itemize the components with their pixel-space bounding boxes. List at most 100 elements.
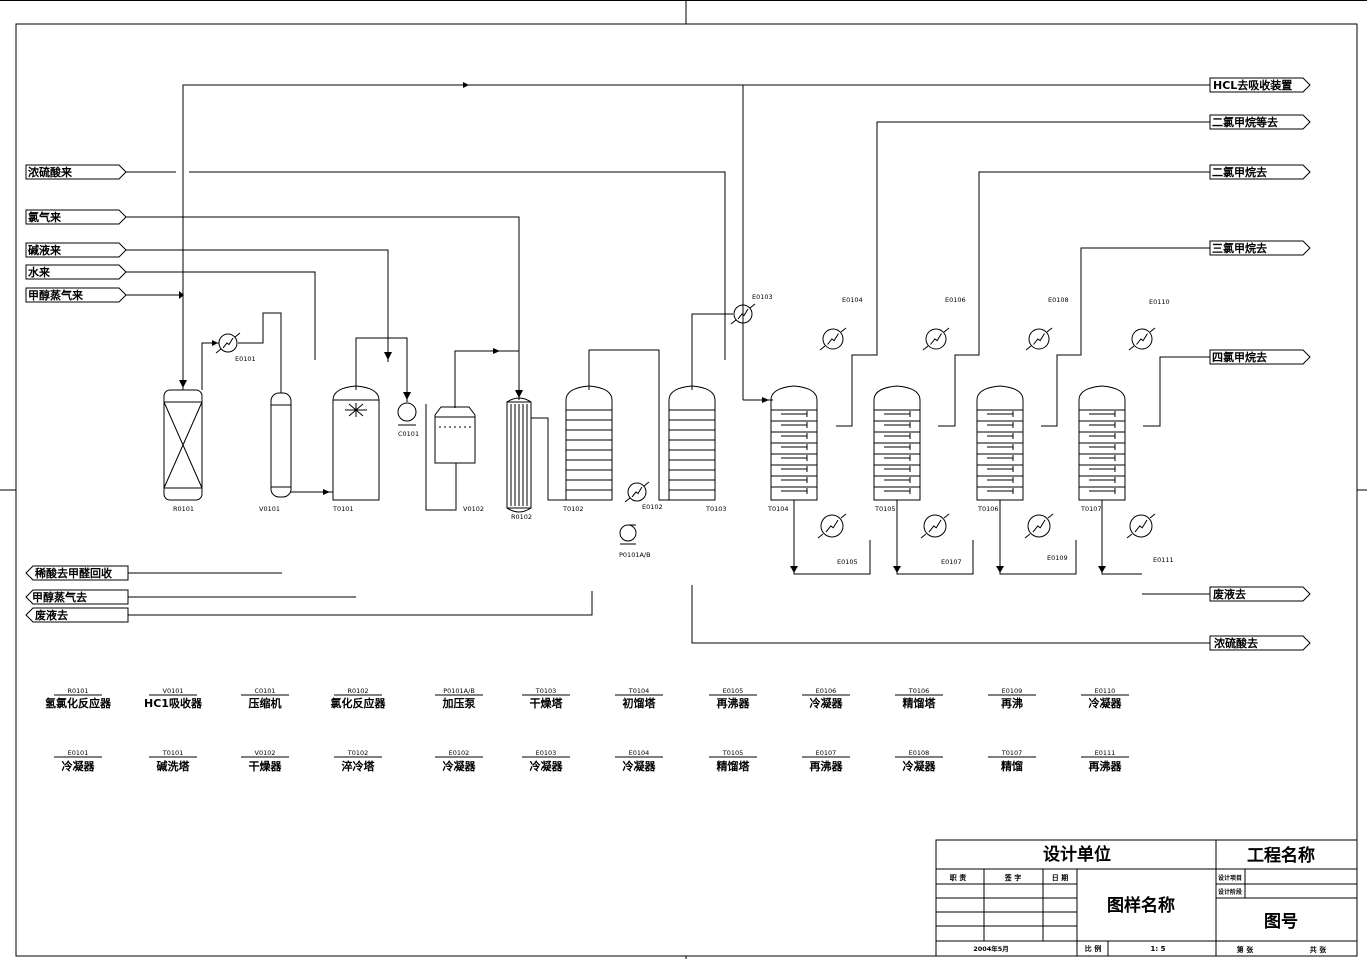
dryer-v0102: [434, 406, 476, 464]
outlet-flag: [1209, 349, 1311, 365]
condenser-e0102: [624, 481, 650, 503]
outlet-flags-left: [25, 565, 129, 623]
sheet-label: 第 张: [1237, 945, 1254, 954]
legend-tag: E0104: [629, 749, 650, 757]
legend-tag: E0109: [1002, 687, 1023, 695]
design-item: 设计项目: [1218, 874, 1242, 882]
outlet-flag: [1209, 586, 1311, 602]
condenser-e0108: [1025, 327, 1053, 351]
legend-tag: E0110: [1095, 687, 1116, 695]
inlet-label: 碱液来: [28, 243, 62, 257]
equipment: [163, 385, 716, 545]
outlet-flag: [25, 607, 129, 623]
outlet-label: 浓硫酸去: [1214, 636, 1258, 650]
inlet-label: 浓硫酸来: [28, 165, 73, 179]
legend-tag: E0108: [909, 749, 930, 757]
condenser-e0104: [819, 327, 847, 351]
outlet-label: 甲醇蒸气去: [32, 590, 87, 604]
inlet-flag: [25, 209, 127, 225]
inlet-label: 氯气来: [28, 210, 62, 224]
legend-tag: R0101: [67, 687, 88, 695]
legend-tag: T0107: [1001, 749, 1023, 757]
legend-name: 初馏塔: [623, 696, 657, 710]
legend-tag: E0111: [1095, 749, 1116, 757]
legend-name: 精馏塔: [903, 696, 937, 710]
legend-name: 再沸器: [1089, 759, 1123, 773]
tag-c0101: C0101: [398, 430, 419, 438]
tag-e0111: E0111: [1153, 556, 1174, 564]
legend-tag: V0101: [163, 687, 184, 695]
header-role: 职 责: [950, 873, 966, 882]
tag-t0107: T0107: [1080, 505, 1102, 513]
total-sheets-label: 共 张: [1310, 945, 1327, 954]
tag-r0101: R0101: [173, 505, 194, 513]
legend-tag: E0101: [68, 749, 89, 757]
absorber-v0101: [270, 392, 292, 498]
tag-e0101: E0101: [235, 355, 256, 363]
legend-tag: E0106: [816, 687, 837, 695]
column-body: [976, 385, 1024, 501]
tag-r0102: R0102: [511, 513, 532, 521]
scrubber-t0101: [332, 385, 380, 501]
legend-tag: T0105: [722, 749, 744, 757]
legend-name: 冷凝器: [1089, 696, 1123, 710]
legend-name: 精馏塔: [717, 759, 751, 773]
legend-tag: V0102: [255, 749, 276, 757]
reactor-r0102: [506, 397, 532, 513]
legend-name: 精馏: [1001, 759, 1023, 773]
outlet-label: 稀酸去甲醛回收: [35, 566, 112, 580]
outlet-flag: [25, 565, 129, 581]
compressor-c0101: [397, 402, 417, 426]
reactor-r0101: [163, 389, 203, 501]
outlet-label: 废液去: [1213, 587, 1246, 601]
outlet-flag: [25, 589, 129, 605]
column-body: [770, 385, 818, 501]
legend-name: 加压泵: [442, 696, 476, 710]
legend-name: 再沸器: [810, 759, 844, 773]
design-unit: 设计单位: [1043, 844, 1111, 865]
legend-name: 干燥器: [249, 759, 283, 773]
legend-name: 碱洗塔: [157, 759, 191, 773]
tag-e0106: E0106: [945, 296, 966, 304]
legend-tag: C0101: [254, 687, 275, 695]
legend-name: 干燥塔: [530, 696, 564, 710]
legend-tag: E0105: [723, 687, 744, 695]
outlet-label: 废液去: [35, 608, 68, 622]
outlet-flag: [1209, 635, 1311, 651]
title-block: [935, 839, 1358, 957]
legend-name: 氢氯化反应器: [45, 696, 112, 710]
tag-t0104: T0104: [767, 505, 789, 513]
legend-name: HC1吸收器: [144, 696, 203, 710]
tag-e0107: E0107: [941, 558, 962, 566]
tag-t0102: T0102: [562, 505, 584, 513]
scale-label: 比 例: [1085, 944, 1101, 953]
inlet-flags: [25, 164, 127, 303]
process-lines: [126, 84, 1210, 644]
outlet-flags-right: [1209, 77, 1311, 651]
legend-name: 氯化反应器: [331, 696, 387, 710]
legend-tag: T0104: [628, 687, 650, 695]
legend-name: 冷凝器: [530, 759, 564, 773]
drying-tower-t0103: [668, 385, 716, 501]
legend-name: 冷凝器: [903, 759, 937, 773]
inlet-label: 甲醇蒸气来: [28, 288, 84, 302]
drawing-name: 图样名称: [1107, 895, 1175, 916]
legend-name: 冷凝器: [443, 759, 477, 773]
tag-v0101: V0101: [259, 505, 280, 513]
tag-t0103: T0103: [705, 505, 727, 513]
reboiler-e0107: [920, 513, 950, 539]
legend-tag: T0106: [908, 687, 930, 695]
tag-e0108: E0108: [1048, 296, 1069, 304]
outlet-label: 二氯甲烷去: [1212, 165, 1267, 179]
legend-tag: R0102: [347, 687, 368, 695]
header-sign: 签 字: [1004, 873, 1021, 882]
reboiler-e0109: [1024, 513, 1054, 539]
design-stage: 设计阶段: [1218, 888, 1242, 896]
condenser-e0110: [1128, 327, 1156, 351]
scale-value: 1: 5: [1151, 945, 1166, 953]
outlet-label: 四氯甲烷去: [1212, 350, 1267, 364]
column-body: [1078, 385, 1126, 501]
quench-tower-t0102: [565, 385, 613, 501]
legend-name: 冷凝器: [623, 759, 657, 773]
